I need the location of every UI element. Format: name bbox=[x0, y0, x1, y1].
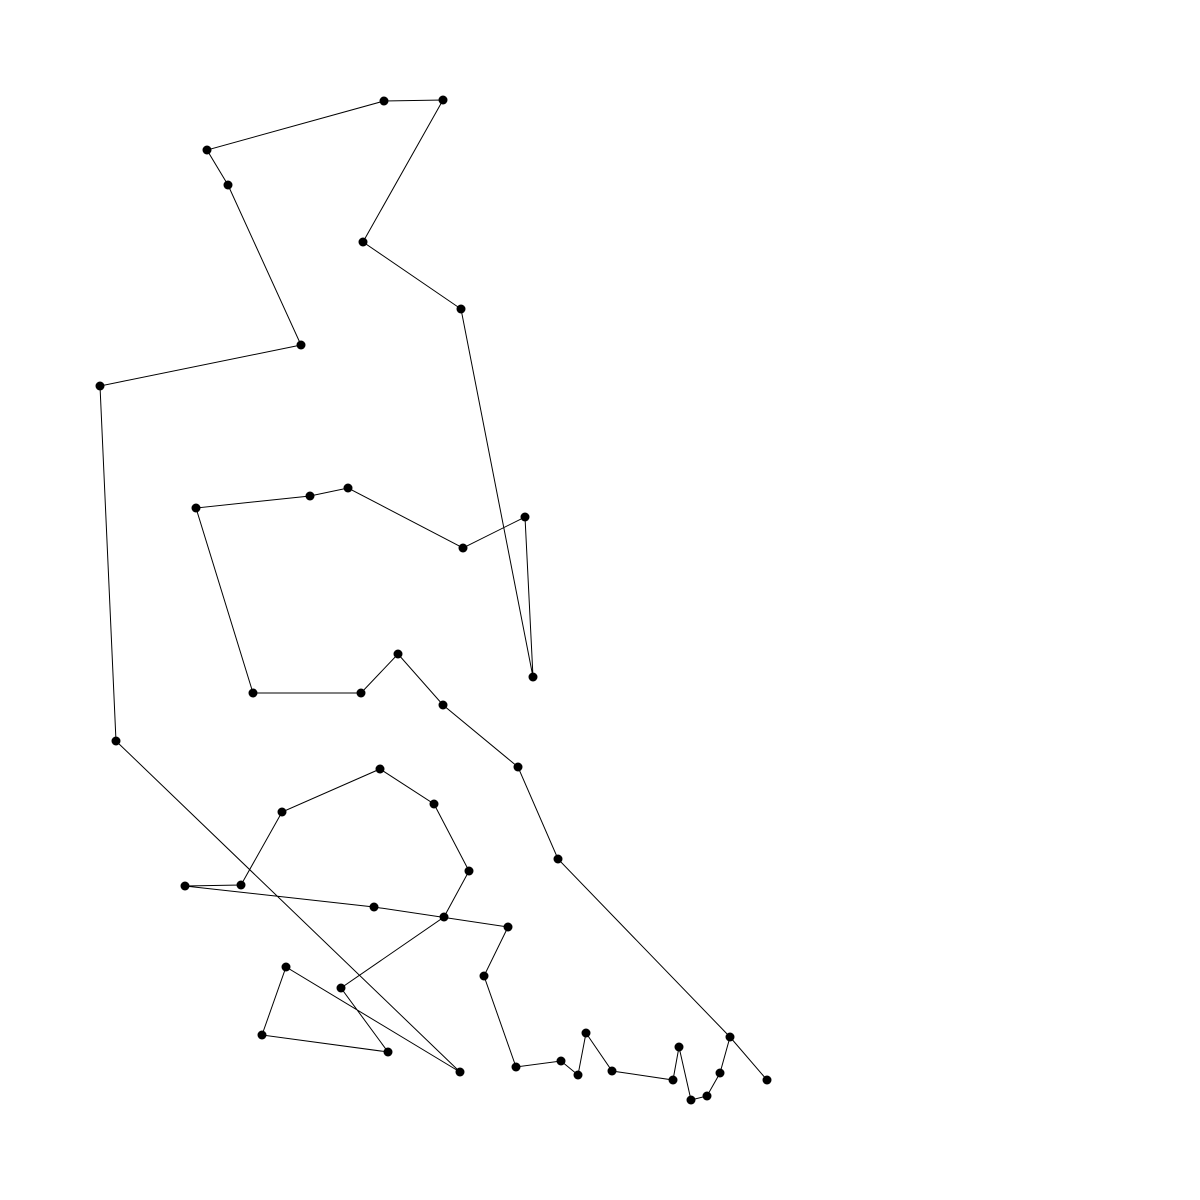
path-node-42 bbox=[607, 1066, 617, 1076]
node-group bbox=[95, 95, 772, 1105]
path-node-36 bbox=[503, 922, 513, 932]
path-node-23 bbox=[455, 1067, 465, 1077]
path-node-24 bbox=[281, 962, 291, 972]
path-node-4 bbox=[438, 700, 448, 710]
path-node-19 bbox=[223, 180, 233, 190]
path-node-13 bbox=[528, 672, 538, 682]
path-node-0 bbox=[762, 1075, 772, 1085]
path-node-11 bbox=[458, 543, 468, 553]
path-node-16 bbox=[438, 95, 448, 105]
path-node-14 bbox=[456, 304, 466, 314]
path-node-10 bbox=[343, 483, 353, 493]
path-node-5 bbox=[393, 649, 403, 659]
path-node-46 bbox=[702, 1091, 712, 1101]
path-node-12 bbox=[520, 512, 530, 522]
path-node-18 bbox=[202, 145, 212, 155]
path-node-29 bbox=[464, 866, 474, 876]
path-node-3 bbox=[513, 762, 523, 772]
path-node-38 bbox=[511, 1062, 521, 1072]
path-node-31 bbox=[375, 764, 385, 774]
path-node-47 bbox=[715, 1068, 725, 1078]
connecting-path-line bbox=[99, 99, 768, 1101]
path-node-44 bbox=[674, 1042, 684, 1052]
path-node-7 bbox=[248, 688, 258, 698]
path-node-22 bbox=[111, 736, 121, 746]
path-node-41 bbox=[581, 1028, 591, 1038]
path-node-9 bbox=[305, 491, 315, 501]
path-node-21 bbox=[95, 381, 105, 391]
path-node-35 bbox=[369, 902, 379, 912]
path-node-32 bbox=[277, 807, 287, 817]
path-node-1 bbox=[725, 1032, 735, 1042]
path-node-8 bbox=[191, 503, 201, 513]
path-node-34 bbox=[180, 881, 190, 891]
path-node-33 bbox=[236, 880, 246, 890]
path-node-2 bbox=[553, 854, 563, 864]
path-node-27 bbox=[336, 983, 346, 993]
path-node-30 bbox=[429, 799, 439, 809]
path-node-28 bbox=[439, 912, 449, 922]
path-node-45 bbox=[686, 1095, 696, 1105]
path-node-6 bbox=[356, 688, 366, 698]
path-node-40 bbox=[573, 1070, 583, 1080]
path-node-39 bbox=[556, 1056, 566, 1066]
path-node-20 bbox=[296, 340, 306, 350]
path-node-15 bbox=[358, 237, 368, 247]
path-node-37 bbox=[479, 971, 489, 981]
path-node-17 bbox=[379, 96, 389, 106]
path-node-25 bbox=[257, 1030, 267, 1040]
path-node-26 bbox=[383, 1047, 393, 1057]
path-node-43 bbox=[668, 1075, 678, 1085]
